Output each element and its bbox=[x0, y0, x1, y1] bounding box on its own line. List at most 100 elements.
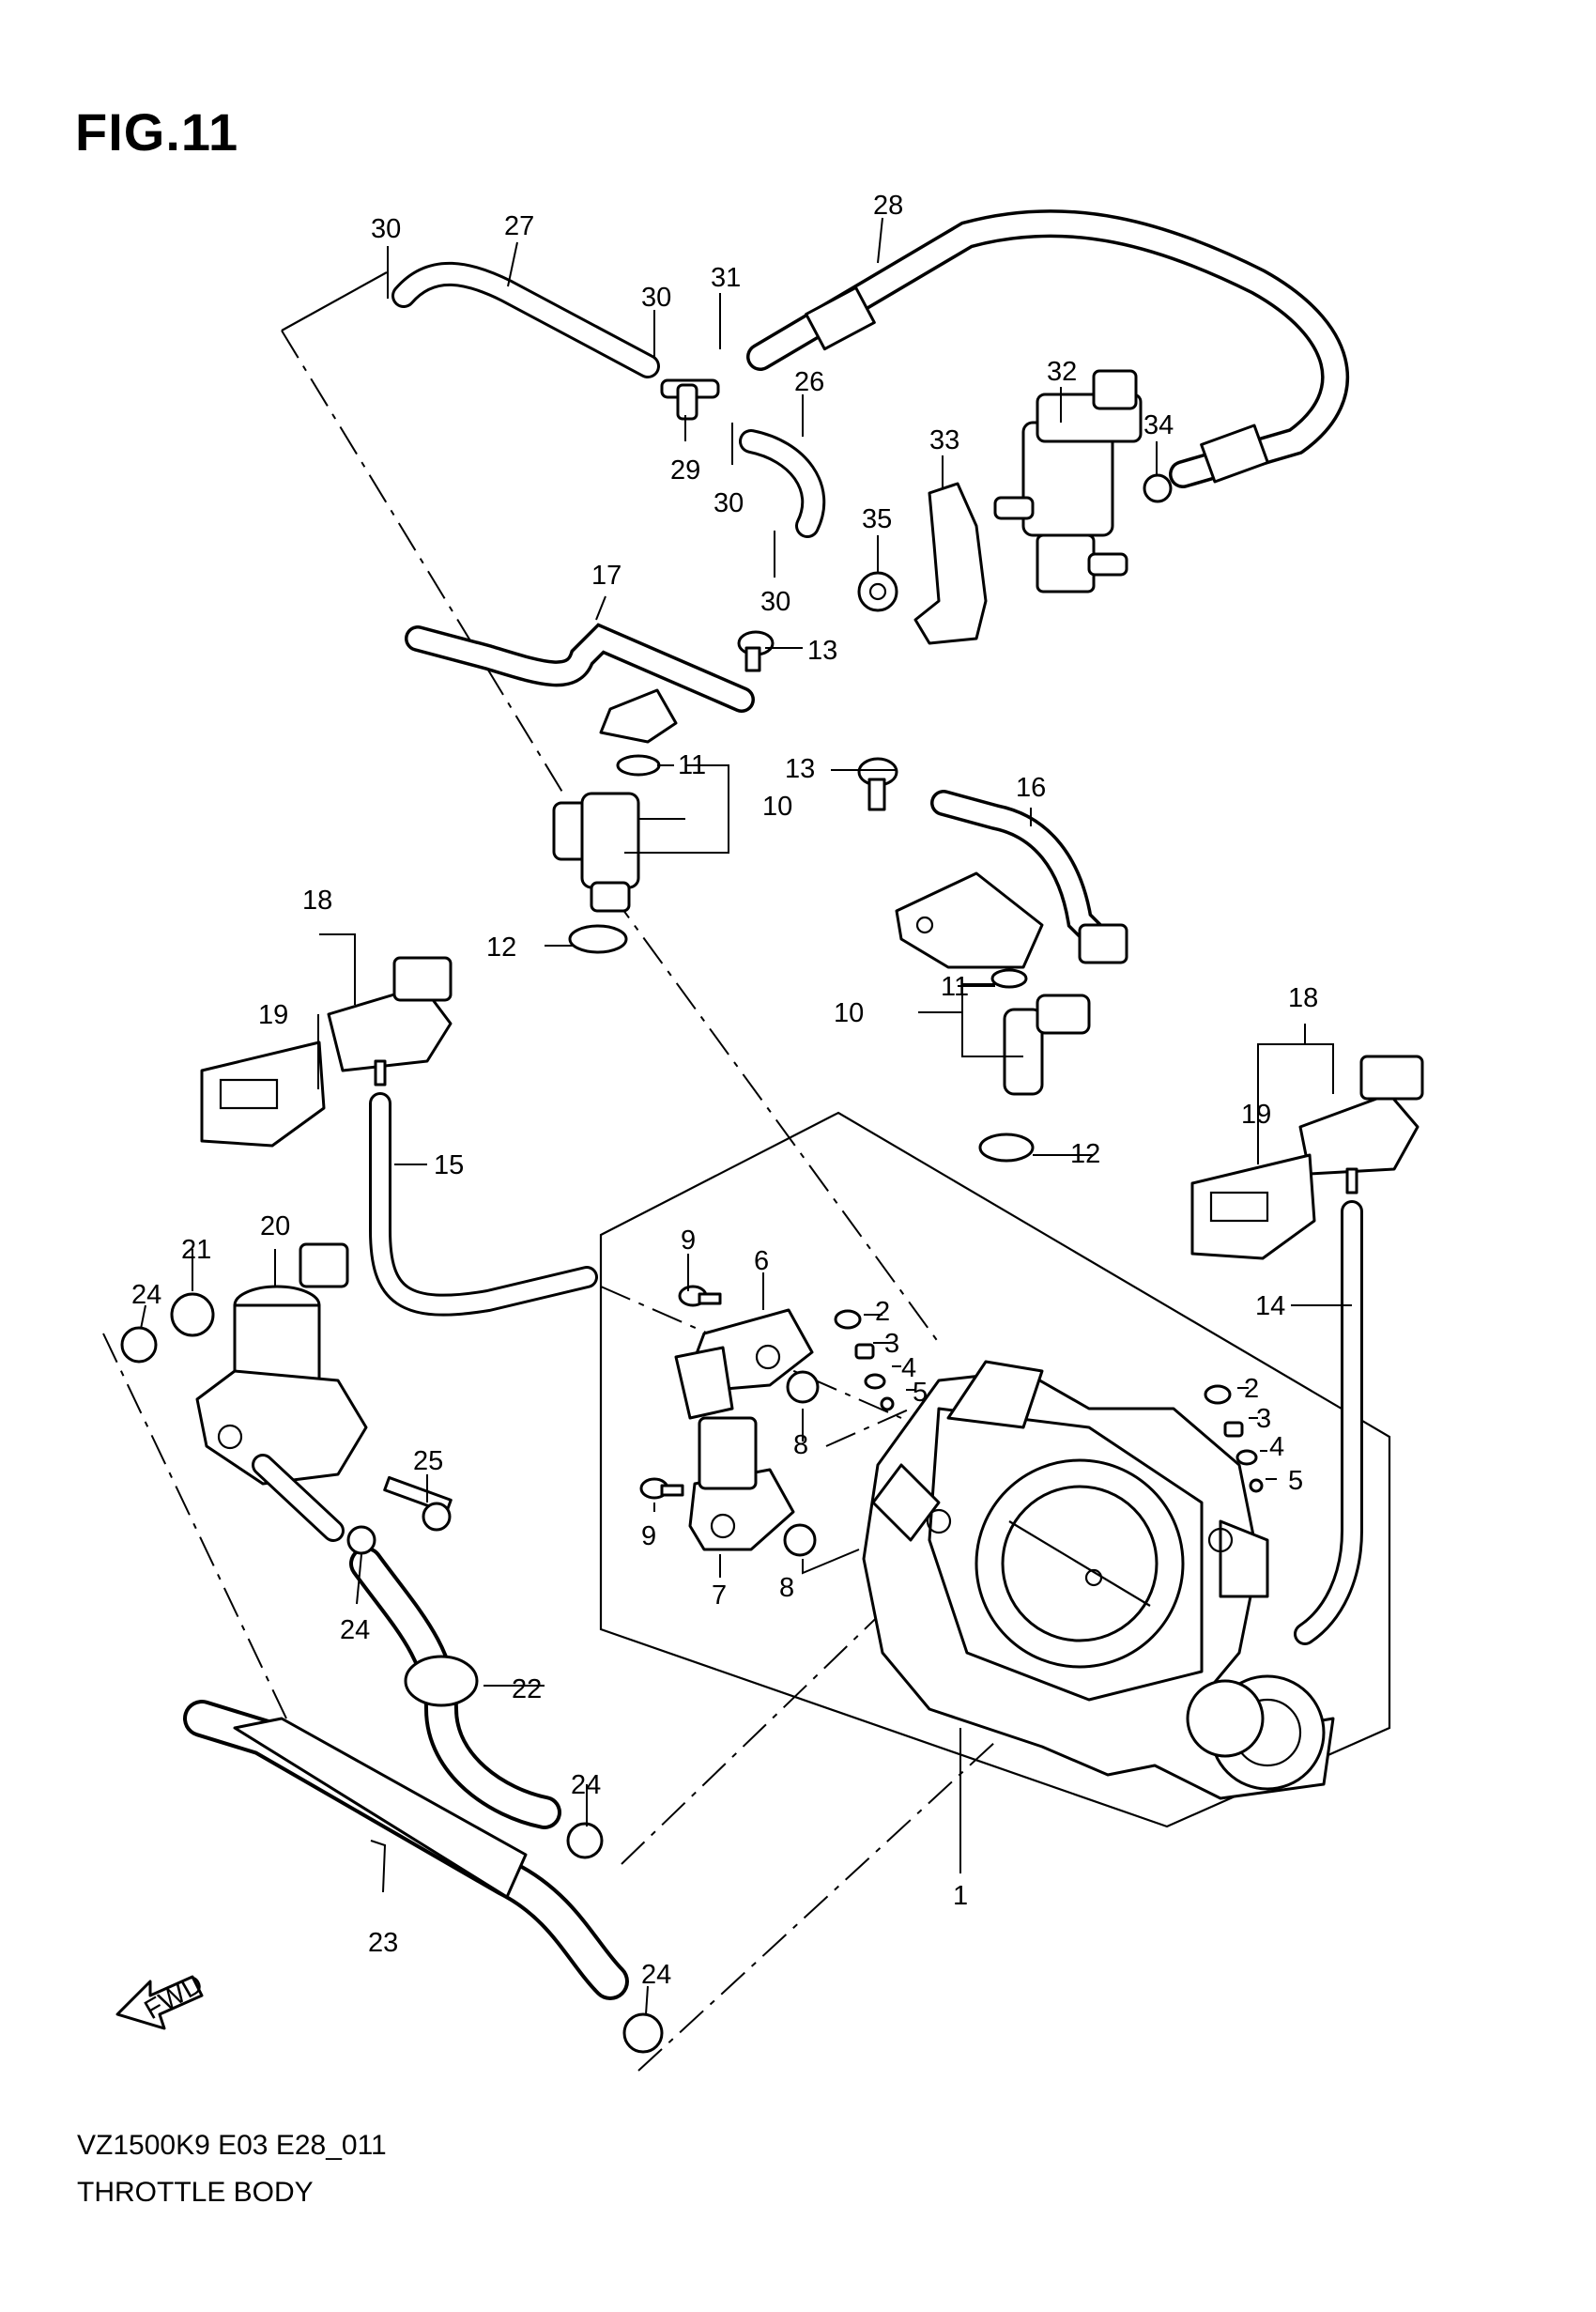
callout-30-a: 30 bbox=[371, 214, 401, 244]
callout-24-b: 24 bbox=[340, 1615, 370, 1645]
callout-6: 6 bbox=[754, 1246, 769, 1276]
washer-4-right bbox=[1235, 1449, 1258, 1466]
callout-14: 14 bbox=[1255, 1291, 1285, 1321]
callout-18-left: 18 bbox=[302, 886, 332, 916]
clamp-24-d bbox=[622, 2012, 664, 2054]
callout-24-c: 24 bbox=[571, 1770, 601, 1800]
callout-1: 1 bbox=[953, 1881, 968, 1911]
t-joint-29 bbox=[660, 378, 720, 421]
callout-numbers: 1 2 2 3 3 4 4 5 5 6 7 8 8 9 9 10 10 11 1… bbox=[131, 191, 1318, 1990]
callout-22: 22 bbox=[512, 1674, 542, 1704]
callout-13-upper: 13 bbox=[807, 636, 837, 666]
hose-26 bbox=[739, 429, 826, 538]
bolt-25 bbox=[383, 1475, 453, 1532]
screw-2-right bbox=[1204, 1384, 1232, 1405]
hose-28 bbox=[746, 209, 1350, 488]
callout-30-b: 30 bbox=[641, 283, 671, 313]
washer-5-left bbox=[880, 1396, 895, 1411]
callout-16: 16 bbox=[1016, 773, 1046, 803]
callout-27: 27 bbox=[504, 211, 534, 241]
spring-3-right bbox=[1223, 1421, 1244, 1438]
callout-12-upper: 12 bbox=[486, 933, 516, 963]
callout-4-right: 4 bbox=[1269, 1432, 1284, 1462]
clamp-24-c bbox=[566, 1822, 604, 1859]
callout-12-lower: 12 bbox=[1070, 1139, 1100, 1169]
throttle-body-1 bbox=[862, 1360, 1335, 1800]
callout-26: 26 bbox=[794, 367, 824, 397]
forward-direction-arrow: FWD bbox=[115, 1968, 208, 2030]
callout-2-right: 2 bbox=[1244, 1374, 1259, 1404]
callout-11-upper: 11 bbox=[678, 750, 706, 780]
pressure-sensor-18-left bbox=[327, 956, 453, 1087]
callout-29: 29 bbox=[670, 455, 700, 486]
callout-9-upper: 9 bbox=[681, 1225, 696, 1256]
callout-24-d: 24 bbox=[641, 1960, 671, 1990]
callout-11-lower: 11 bbox=[941, 972, 969, 1002]
hose-22 bbox=[349, 1547, 561, 1829]
o-ring-8-lower bbox=[783, 1523, 817, 1557]
callout-4-left: 4 bbox=[901, 1353, 916, 1383]
callout-8-upper: 8 bbox=[793, 1430, 808, 1460]
callout-15: 15 bbox=[434, 1150, 464, 1180]
callout-10-upper: 10 bbox=[762, 792, 792, 822]
leader-lines bbox=[140, 217, 1352, 2015]
stp-sensor-7 bbox=[688, 1416, 795, 1551]
boot-19-left bbox=[200, 1040, 326, 1148]
clamp-24-a bbox=[120, 1326, 158, 1364]
screw-13-upper bbox=[737, 630, 775, 672]
callout-3-right: 3 bbox=[1256, 1404, 1271, 1434]
callout-17: 17 bbox=[591, 561, 622, 591]
vacuum-hose-15 bbox=[369, 1092, 598, 1317]
callout-25: 25 bbox=[413, 1446, 443, 1476]
fuel-injector-10-right bbox=[978, 968, 1091, 1163]
callout-19-left: 19 bbox=[258, 1000, 288, 1030]
figure-title: FIG.11 bbox=[75, 102, 239, 162]
callout-35: 35 bbox=[862, 504, 892, 534]
callout-5-left: 5 bbox=[913, 1378, 928, 1408]
spring-3-left bbox=[854, 1343, 875, 1360]
callout-33: 33 bbox=[929, 425, 959, 455]
callout-13-lower: 13 bbox=[785, 754, 815, 784]
pressure-sensor-18-right bbox=[1298, 1055, 1424, 1195]
solenoid-valve-32 bbox=[993, 369, 1143, 593]
bracket-33 bbox=[913, 482, 988, 645]
screw-13-lower bbox=[857, 757, 898, 811]
screw-9-lower bbox=[639, 1477, 684, 1500]
callout-21: 21 bbox=[181, 1235, 211, 1265]
isc-valve-20 bbox=[195, 1242, 368, 1542]
callout-23: 23 bbox=[368, 1928, 398, 1958]
delivery-pipe-17 bbox=[405, 623, 755, 744]
clip-34 bbox=[1143, 473, 1173, 503]
o-ring-8-upper bbox=[786, 1370, 820, 1404]
callout-10-lower: 10 bbox=[834, 998, 864, 1028]
clamp-24-b bbox=[346, 1525, 376, 1555]
tp-sensor-6 bbox=[674, 1308, 814, 1420]
o-ring-21 bbox=[170, 1292, 215, 1337]
throttle-body-group-outline bbox=[599, 1111, 1391, 1828]
callout-28: 28 bbox=[873, 191, 903, 221]
boot-19-right bbox=[1190, 1153, 1316, 1260]
callout-3-left: 3 bbox=[884, 1329, 899, 1359]
hose-27 bbox=[391, 261, 660, 378]
callout-24-a: 24 bbox=[131, 1280, 161, 1310]
figure-caption: THROTTLE BODY bbox=[77, 2177, 314, 2208]
model-code: VZ1500K9 E03 E28_011 bbox=[77, 2130, 387, 2161]
vacuum-hose-14 bbox=[1294, 1200, 1363, 1645]
callout-2-left: 2 bbox=[875, 1297, 890, 1327]
callout-30-d: 30 bbox=[760, 587, 790, 617]
callout-8-lower: 8 bbox=[779, 1573, 794, 1603]
washer-4-left bbox=[864, 1373, 886, 1390]
delivery-pipe-16 bbox=[895, 790, 1128, 969]
alignment-lines bbox=[102, 330, 996, 2072]
callout-31: 31 bbox=[711, 263, 741, 293]
hose-group-line bbox=[281, 271, 388, 331]
callout-18-right: 18 bbox=[1288, 983, 1318, 1013]
callout-20: 20 bbox=[260, 1211, 290, 1241]
callout-9-lower: 9 bbox=[641, 1521, 656, 1551]
callout-7: 7 bbox=[712, 1580, 727, 1611]
screw-2-left bbox=[834, 1309, 862, 1330]
fwd-label: FWD bbox=[140, 1968, 208, 2026]
callout-32: 32 bbox=[1047, 357, 1077, 387]
callout-34: 34 bbox=[1143, 410, 1174, 440]
